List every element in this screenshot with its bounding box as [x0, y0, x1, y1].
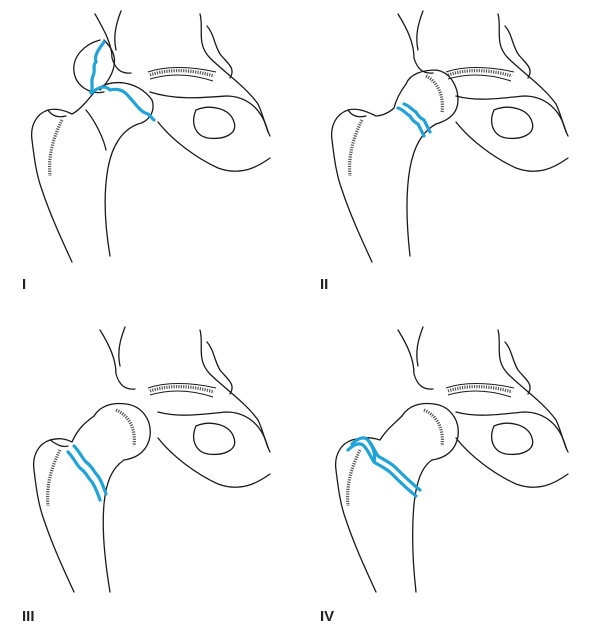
panel-iv: IV — [298, 316, 595, 632]
panel-ii: II — [298, 0, 595, 316]
panel-label: IV — [320, 608, 335, 625]
hip-illustration-ii — [330, 10, 569, 263]
panel-label: II — [320, 276, 329, 293]
panel-i: I — [0, 0, 297, 316]
panel-label: I — [22, 276, 27, 293]
hip-illustration-iv — [334, 326, 569, 593]
panel-iii: III — [0, 316, 297, 632]
fracture-line — [89, 40, 106, 95]
panel-label: III — [22, 608, 35, 625]
hip-illustration-i — [30, 10, 271, 263]
hip-illustration-iii — [32, 326, 271, 593]
